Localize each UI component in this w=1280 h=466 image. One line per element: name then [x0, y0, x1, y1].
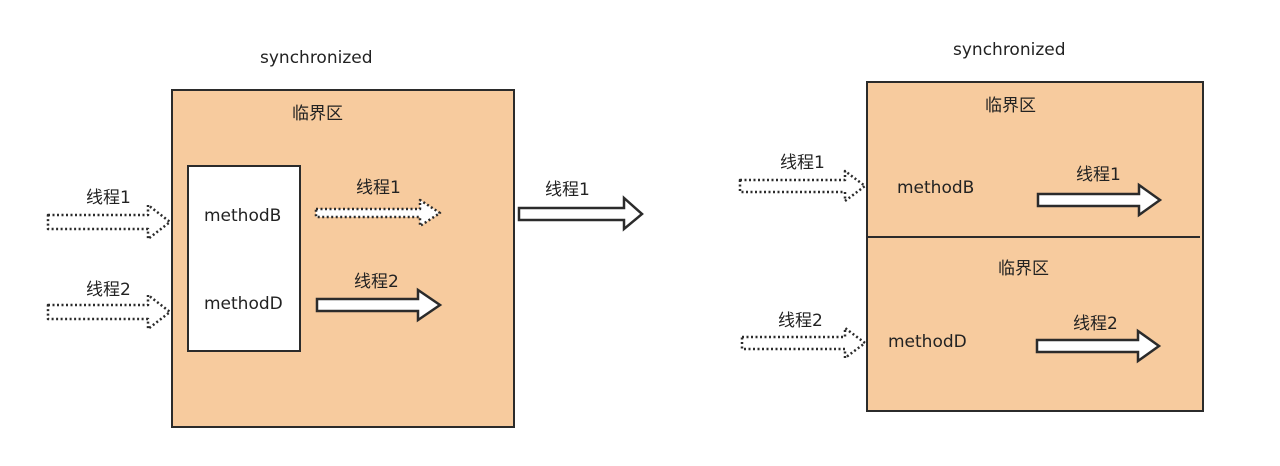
- left-incoming-thread1-arrow: [46, 203, 172, 241]
- right-outgoing-thread1-arrow: [1036, 182, 1163, 218]
- transition-arrow: [517, 195, 644, 232]
- right-incoming-thread1-arrow: [738, 169, 867, 203]
- left-incoming-thread2-label: 线程2: [86, 280, 131, 300]
- left-incoming-thread2-arrow: [46, 293, 172, 331]
- right-incoming-thread2-label: 线程2: [778, 311, 823, 331]
- right-critical-section-container: [866, 81, 1204, 412]
- left-outgoing-thread1-label: 线程1: [356, 178, 401, 198]
- right-method-d-label: methodD: [888, 332, 967, 352]
- right-bottom-zone-label: 临界区: [998, 259, 1049, 279]
- right-outgoing-thread2-label: 线程2: [1073, 314, 1118, 334]
- left-outgoing-thread1-arrow: [314, 198, 442, 228]
- left-critical-section-label: 临界区: [292, 104, 343, 124]
- left-outgoing-thread2-arrow: [315, 287, 443, 323]
- left-incoming-thread1-label: 线程1: [86, 188, 131, 208]
- transition-thread1-label: 线程1: [545, 180, 590, 200]
- left-title: synchronized: [260, 48, 373, 68]
- left-outgoing-thread2-label: 线程2: [354, 272, 399, 292]
- right-outgoing-thread2-arrow: [1035, 328, 1162, 364]
- left-method-d-label: methodD: [204, 294, 283, 314]
- right-zone-divider: [866, 236, 1200, 238]
- right-incoming-thread1-label: 线程1: [780, 153, 825, 173]
- left-method-b-label: methodB: [204, 206, 282, 226]
- right-top-zone-label: 临界区: [985, 96, 1036, 116]
- right-incoming-thread2-arrow: [740, 326, 867, 360]
- right-outgoing-thread1-label: 线程1: [1076, 165, 1121, 185]
- right-title: synchronized: [953, 40, 1066, 60]
- right-method-b-label: methodB: [897, 178, 975, 198]
- left-method-box: [187, 165, 301, 352]
